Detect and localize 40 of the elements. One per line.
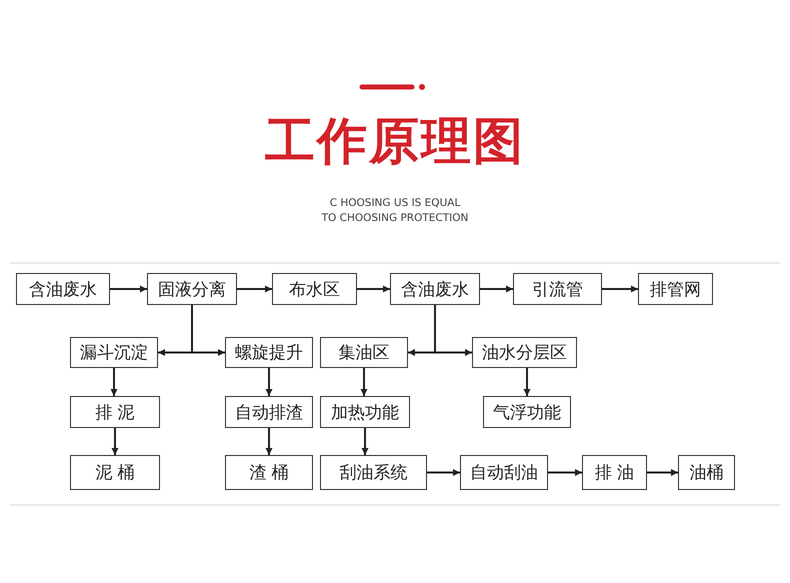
- tagline: C HOOSING US IS EQUAL: [330, 197, 460, 209]
- process-box: 泥 桶: [70, 455, 160, 490]
- process-box: 含油废水: [390, 273, 480, 305]
- arrow: [112, 428, 118, 455]
- process-box: 排管网: [638, 273, 713, 305]
- process-box: 含油废水: [16, 273, 110, 305]
- arrow: [647, 469, 678, 476]
- arrow: [524, 368, 530, 396]
- arrow: [602, 286, 638, 292]
- arrow: [362, 428, 368, 455]
- process-box: 油桶: [678, 455, 735, 490]
- process-box: 加热功能: [320, 396, 410, 428]
- arrow: [480, 286, 513, 292]
- arrow: [548, 469, 582, 476]
- process-box: 刮油系统: [320, 455, 427, 490]
- arrow: [360, 368, 368, 396]
- process-box: 引流管: [513, 273, 602, 305]
- arrow: [237, 286, 272, 292]
- process-box: 排 泥: [70, 396, 160, 428]
- process-box: 气浮功能: [483, 396, 571, 428]
- process-box: 油水分层区: [472, 337, 577, 368]
- process-box: 螺旋提升: [225, 337, 313, 368]
- arrow: [427, 469, 460, 476]
- arrow: [266, 368, 272, 396]
- arrow: [110, 286, 147, 292]
- process-box: 布水区: [272, 273, 357, 305]
- arrow: [191, 305, 225, 356]
- arrow: [110, 368, 118, 396]
- process-box: 集油区: [320, 337, 408, 368]
- process-box: 渣 桶: [225, 455, 313, 490]
- arrow: [357, 286, 390, 292]
- title: 工作原理图: [264, 111, 526, 172]
- process-box: 固液分离: [147, 273, 237, 305]
- arrow: [266, 428, 272, 455]
- process-box: 自动排渣: [225, 396, 313, 428]
- process-box: 排 油: [582, 455, 647, 490]
- tagline: TO CHOOSING PROTECTION: [322, 212, 468, 224]
- process-box: 漏斗沉淀: [70, 337, 158, 368]
- process-box: 自动刮油: [460, 455, 548, 490]
- arrow: [434, 305, 472, 356]
